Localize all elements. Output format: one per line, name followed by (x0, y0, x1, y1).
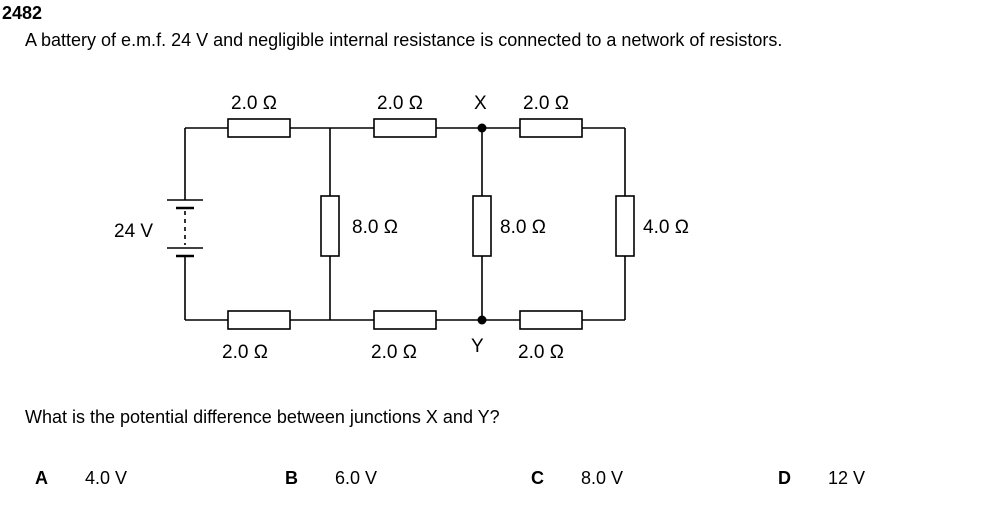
resistor-label-bottom-2: 2.0 Ω (371, 342, 417, 363)
resistor-top-3 (519, 118, 583, 138)
battery-symbol (167, 199, 203, 258)
question-number: 2482 (2, 3, 43, 23)
resistor-vertical-3 (615, 195, 635, 257)
resistor-label-bottom-1: 2.0 Ω (222, 342, 268, 363)
answer-options: A 4.0 V B 6.0 V C 8.0 V D 12 V (0, 468, 1001, 492)
answer-text-c: 8.0 V (581, 468, 624, 488)
answer-letter-d: D (778, 468, 791, 488)
resistor-label-top-1: 2.0 Ω (231, 93, 277, 114)
resistor-bottom-1 (227, 310, 291, 330)
question-intro: A battery of e.m.f. 24 V and negligible … (25, 30, 783, 50)
junction-x-dot (477, 123, 487, 133)
answer-letter-a: A (35, 468, 48, 488)
resistor-label-bottom-3: 2.0 Ω (518, 342, 564, 363)
resistor-label-vertical-1: 8.0 Ω (352, 217, 398, 238)
resistor-vertical-1 (320, 195, 340, 257)
resistor-label-vertical-2: 8.0 Ω (500, 217, 546, 238)
junction-y-dot (477, 315, 487, 325)
answer-letter-b: B (285, 468, 298, 488)
circuit-wires (184, 127, 626, 321)
resistor-bottom-2 (373, 310, 437, 330)
junction-y-label: Y (471, 336, 484, 357)
resistor-label-top-2: 2.0 Ω (377, 93, 423, 114)
resistor-bottom-3 (519, 310, 583, 330)
resistor-boxes (227, 118, 635, 330)
resistor-top-2 (373, 118, 437, 138)
question-prompt: What is the potential difference between… (25, 407, 500, 427)
resistor-vertical-2 (472, 195, 492, 257)
answer-text-b: 6.0 V (335, 468, 378, 488)
answer-text-d: 12 V (828, 468, 866, 488)
junction-x-label: X (474, 93, 487, 114)
answer-text-a: 4.0 V (85, 468, 128, 488)
resistor-top-1 (227, 118, 291, 138)
battery-label: 24 V (114, 221, 153, 242)
resistor-label-top-3: 2.0 Ω (523, 93, 569, 114)
answer-letter-c: C (531, 468, 544, 488)
resistor-label-vertical-3: 4.0 Ω (643, 217, 689, 238)
